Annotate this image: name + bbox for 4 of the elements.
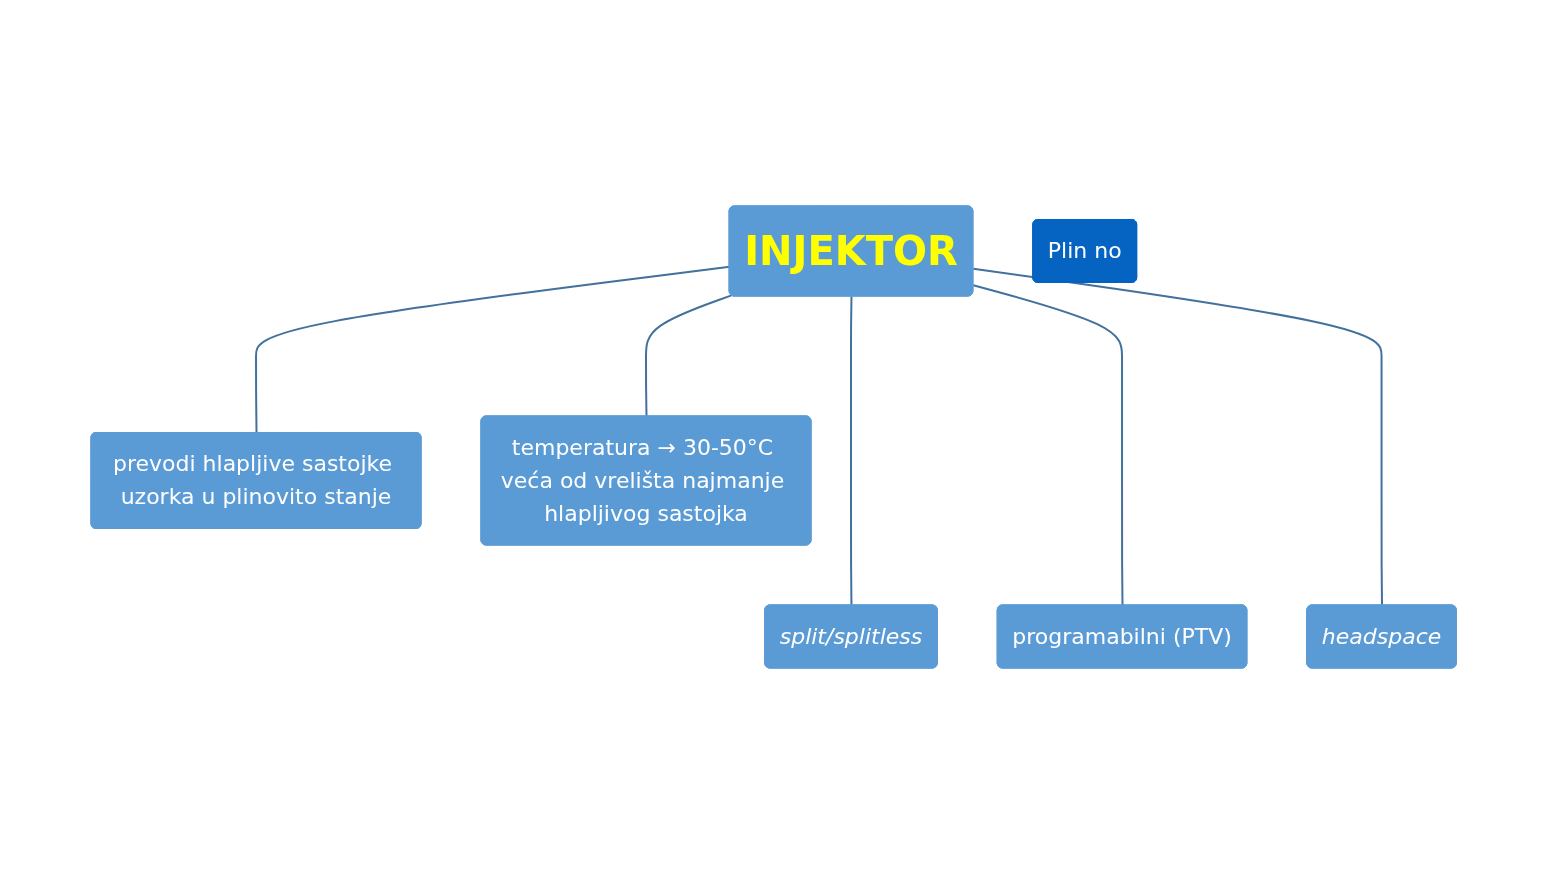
- connector: [849, 295, 853, 606]
- connector: [972, 283, 1124, 606]
- connector: [972, 267, 1383, 606]
- connector: [644, 293, 733, 417]
